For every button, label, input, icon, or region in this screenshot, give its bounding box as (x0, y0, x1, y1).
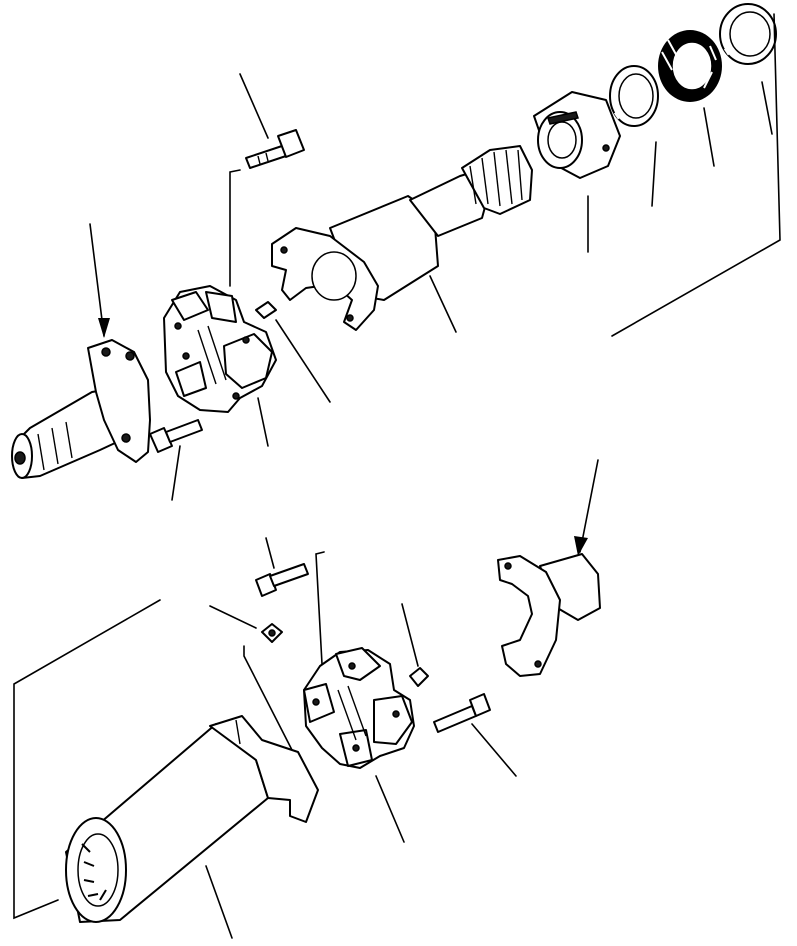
upper-universal-joint-spider (163, 285, 277, 413)
leader-line (375, 775, 405, 843)
upper-bolt-top (245, 129, 305, 169)
lower-universal-joint-spider (303, 647, 415, 769)
upper-bolt-bottom (149, 419, 203, 453)
leader-line (471, 723, 517, 777)
bearing-sleeve (533, 91, 621, 179)
leader-line (265, 537, 275, 569)
arrowhead-icon (98, 318, 110, 338)
leader-arrow (579, 459, 599, 553)
leader-line (761, 81, 773, 135)
upper-flange-yoke (11, 339, 151, 479)
leader-line (703, 107, 715, 167)
leader-line (205, 865, 233, 939)
lower-bolt-right (433, 693, 491, 733)
lower-grease-nipple (409, 667, 429, 687)
leader-line (209, 605, 257, 629)
leader-line (229, 169, 241, 287)
splined-tube-yoke (65, 715, 319, 923)
lower-bolt-top (255, 563, 309, 597)
leader-line (171, 445, 181, 501)
slip-yoke-shaft (271, 145, 533, 331)
snap-ring-small (609, 65, 659, 127)
snap-ring-large (719, 3, 777, 65)
upper-grease-fitting (255, 301, 277, 319)
reference-line (13, 599, 161, 920)
leader-line (275, 319, 331, 403)
leader-arrow (89, 223, 105, 337)
leader-line (257, 397, 269, 447)
lower-grease-fitting (261, 623, 283, 643)
lower-flange-yoke (497, 553, 601, 677)
reference-line (611, 13, 781, 337)
leader-line (315, 551, 325, 665)
needle-bearing (658, 30, 722, 102)
reference-line (243, 645, 293, 751)
leader-line (239, 73, 269, 139)
leader-line (429, 275, 457, 333)
arrowhead-icon (574, 536, 588, 556)
leader-line (651, 141, 657, 207)
leader-line (401, 603, 419, 667)
